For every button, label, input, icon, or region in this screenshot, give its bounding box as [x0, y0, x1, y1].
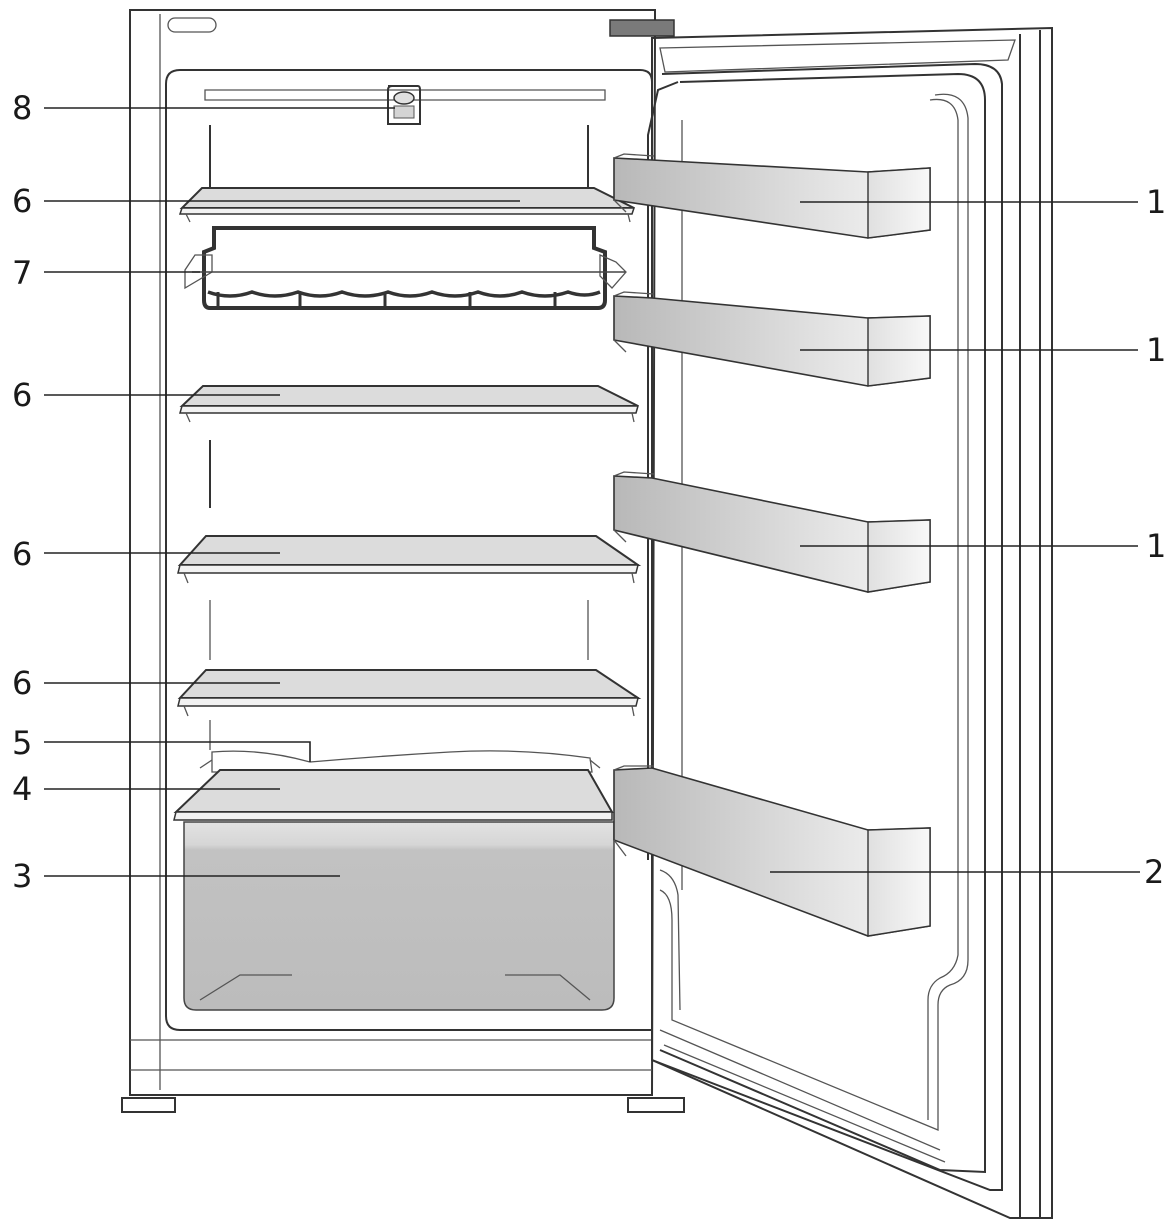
door-bins	[613, 153, 931, 937]
callout-6-top-shelf: 6	[12, 182, 32, 220]
crisper-assembly	[173, 750, 615, 1011]
callouts-right: 1 1 1 2	[1144, 183, 1166, 891]
shelf-4	[177, 669, 642, 717]
door-bin-3	[613, 471, 931, 593]
shelf-2	[179, 385, 639, 423]
callout-3: 3	[12, 857, 32, 895]
door	[647, 26, 1053, 1219]
callout-1-door-bin-3: 1	[1146, 527, 1166, 565]
cabinet	[121, 9, 685, 1113]
shelf-3	[177, 535, 642, 584]
leader-lines	[44, 107, 1140, 877]
shelf-top	[178, 187, 636, 223]
callout-7: 7	[12, 254, 32, 292]
interior-light	[387, 85, 421, 125]
callouts-left: 8 6 7 6 6 6 5 4 3	[12, 89, 32, 895]
callout-6-shelf-2: 6	[12, 376, 32, 414]
callout-6-shelf-3: 6	[12, 535, 32, 573]
callout-1-door-bin-1: 1	[1146, 183, 1166, 221]
glass-shelves	[177, 187, 642, 717]
callout-2: 2	[1144, 853, 1164, 891]
bottle-bin	[613, 765, 931, 937]
callout-6-shelf-4: 6	[12, 664, 32, 702]
callout-8: 8	[12, 89, 32, 127]
door-bin-1	[613, 153, 931, 239]
callout-1-door-bin-2: 1	[1146, 331, 1166, 369]
callout-5: 5	[12, 724, 32, 762]
bottle-rack	[184, 226, 627, 310]
door-bin-2	[613, 291, 931, 387]
callout-4: 4	[12, 770, 32, 808]
